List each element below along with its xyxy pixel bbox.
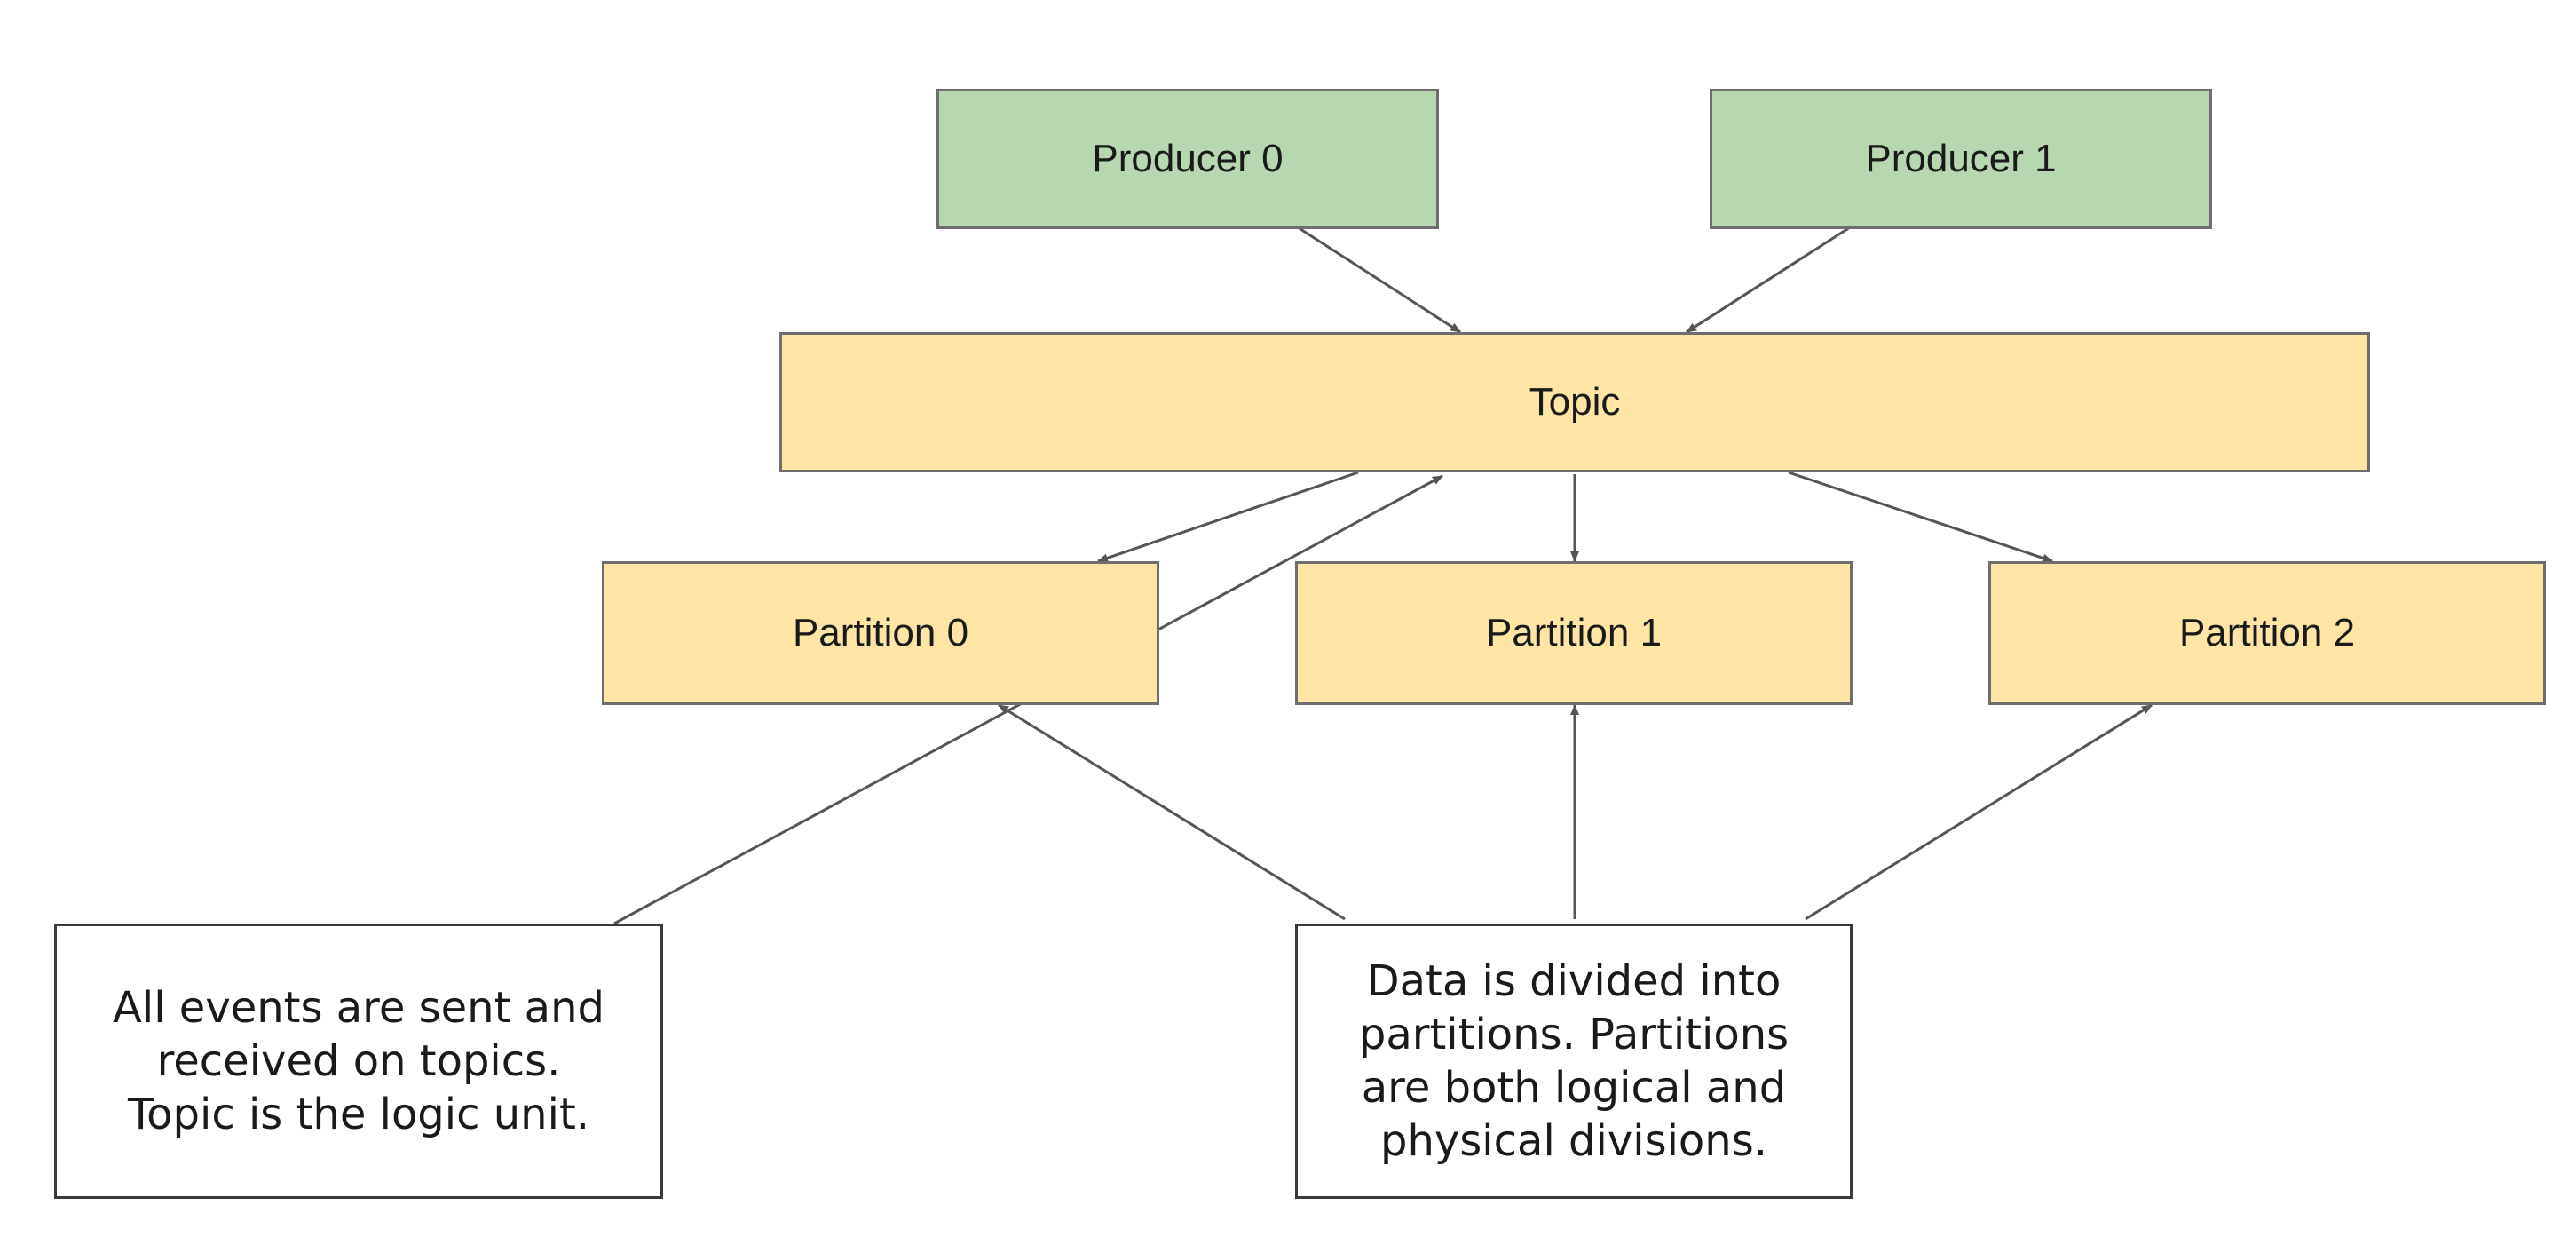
partition-2-label: Partition 2 bbox=[2178, 611, 2356, 654]
producer-0-box: Producer 0 bbox=[936, 89, 1439, 229]
partition-0-label: Partition 0 bbox=[792, 611, 969, 654]
edge-topic-partition2 bbox=[1788, 471, 2053, 563]
edge-producer1-topic bbox=[1686, 226, 1851, 334]
partition-2-box: Partition 2 bbox=[1988, 561, 2546, 705]
producer-1-label: Producer 1 bbox=[1865, 137, 2057, 180]
topic-box: Topic bbox=[779, 332, 2370, 472]
topic-label: Topic bbox=[1529, 380, 1621, 424]
topic-note-box: All events are sent and received on topi… bbox=[54, 924, 663, 1199]
partition-1-box: Partition 1 bbox=[1295, 561, 1853, 705]
edge-topic-partition0 bbox=[1097, 471, 1359, 563]
edge-partitionnote-partition2 bbox=[1805, 703, 2153, 921]
partition-1-label: Partition 1 bbox=[1485, 611, 1663, 654]
edge-partitionnote-partition0 bbox=[998, 703, 1346, 921]
topic-note-text: All events are sent and received on topi… bbox=[113, 983, 604, 1139]
edge-producer0-topic bbox=[1297, 226, 1461, 334]
partition-note-box: Data is divided into partitions. Partiti… bbox=[1295, 924, 1853, 1199]
partition-0-box: Partition 0 bbox=[602, 561, 1159, 705]
partition-note-text: Data is divided into partitions. Partiti… bbox=[1358, 956, 1790, 1166]
producer-0-label: Producer 0 bbox=[1092, 137, 1284, 180]
producer-1-box: Producer 1 bbox=[1710, 89, 2212, 229]
